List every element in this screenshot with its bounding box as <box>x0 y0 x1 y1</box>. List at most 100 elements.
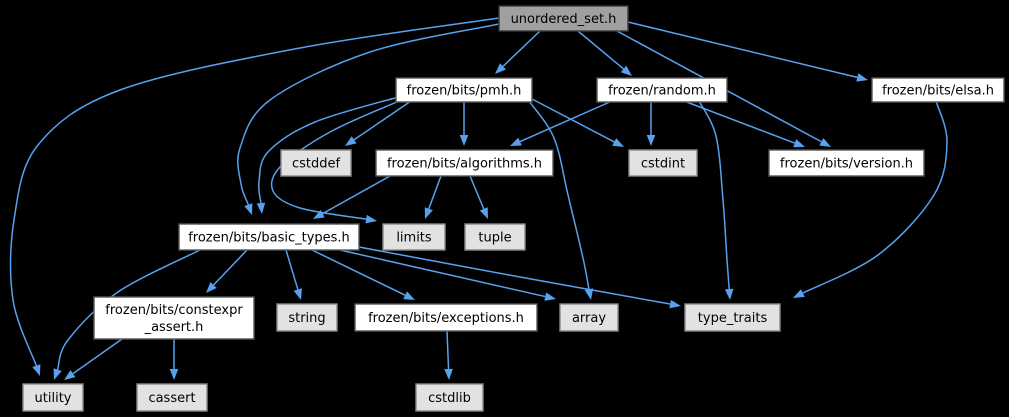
arrowhead-icon <box>169 369 179 380</box>
include-edge-pmh-to-cstdint <box>531 98 615 143</box>
include-edge-unordered_set-to-pmh <box>502 30 541 67</box>
graph-node-random[interactable]: frozen/random.h <box>596 77 728 103</box>
arrowhead-icon <box>345 136 357 146</box>
include-edge-constexpr_assert-to-utility <box>72 338 123 375</box>
include-edge-pmh-to-cstddef <box>353 100 412 141</box>
include-edge-elsa-to-type_traits <box>802 100 948 294</box>
node-label-cstdlib: cstdlib <box>428 391 471 406</box>
graph-node-unordered_set[interactable]: unordered_set.h <box>498 5 629 32</box>
node-box-elsa[interactable] <box>871 77 1005 103</box>
include-edge-exceptions-to-cstdlib <box>446 330 450 370</box>
arrowhead-icon <box>256 202 266 214</box>
graph-node-cassert[interactable]: cassert <box>136 383 208 412</box>
include-edge-unordered_set-to-basic_types <box>237 23 500 205</box>
node-box-version[interactable] <box>768 149 925 177</box>
node-box-constexpr_assert[interactable] <box>93 296 255 340</box>
arrowhead-icon <box>206 282 217 293</box>
arrowhead-icon <box>646 135 656 146</box>
node-label-basic_types: frozen/bits/basic_types.h <box>188 231 350 246</box>
node-box-algorithms[interactable] <box>375 149 554 177</box>
arrowhead-icon <box>459 135 469 146</box>
graph-node-type_traits[interactable]: type_traits <box>684 303 781 332</box>
graph-node-string[interactable]: string <box>276 303 338 332</box>
node-box-utility[interactable] <box>22 383 84 412</box>
graph-node-basic_types[interactable]: frozen/bits/basic_types.h <box>178 223 360 251</box>
arrowhead-icon <box>32 364 41 376</box>
include-edge-random-to-type_traits <box>698 100 730 290</box>
include-edge-unordered_set-to-elsa <box>627 21 858 79</box>
node-box-exceptions[interactable] <box>354 303 538 332</box>
arrowhead-icon <box>64 370 76 380</box>
node-label-limits: limits <box>396 231 432 246</box>
graph-node-algorithms[interactable]: frozen/bits/algorithms.h <box>375 149 554 177</box>
include-edge-unordered_set-to-random <box>577 30 625 70</box>
arrowhead-icon <box>612 138 624 147</box>
node-box-basic_types[interactable] <box>178 223 360 251</box>
graph-node-cstdint[interactable]: cstdint <box>628 149 698 177</box>
node-label-unordered_set: unordered_set.h <box>511 12 617 27</box>
node-label-cstddef: cstddef <box>292 157 341 172</box>
arrowhead-icon <box>669 299 681 309</box>
arrowhead-icon <box>244 203 253 215</box>
arrowhead-icon <box>53 368 62 380</box>
graph-node-utility[interactable]: utility <box>22 383 84 412</box>
include-edge-pmh-to-limits <box>270 100 400 220</box>
node-label-utility: utility <box>35 391 72 406</box>
include-edge-algorithms-to-basic_types <box>322 175 391 215</box>
node-box-tuple[interactable] <box>464 223 526 251</box>
graph-node-pmh[interactable]: frozen/bits/pmh.h <box>395 77 533 103</box>
node-box-random[interactable] <box>596 77 728 103</box>
node-label-exceptions: frozen/bits/exceptions.h <box>368 311 524 326</box>
include-edge-basic_types-to-string <box>285 249 299 290</box>
node-label-version: frozen/bits/version.h <box>780 157 913 172</box>
arrowhead-icon <box>365 214 377 224</box>
node-box-unordered_set[interactable] <box>498 5 629 32</box>
node-box-string[interactable] <box>276 303 338 332</box>
node-box-array[interactable] <box>559 303 619 332</box>
arrowhead-icon <box>793 139 805 148</box>
arrowhead-icon <box>403 291 415 300</box>
node-label-algorithms: frozen/bits/algorithms.h <box>387 157 542 172</box>
arrowhead-icon <box>584 288 594 300</box>
node-label-pmh: frozen/bits/pmh.h <box>407 84 522 99</box>
include-edge-basic_types-to-array <box>339 249 546 298</box>
arrowhead-icon <box>313 209 325 219</box>
include-edge-pmh-to-array <box>528 100 590 290</box>
include-edge-random-to-version <box>683 100 795 144</box>
node-box-limits[interactable] <box>382 223 446 251</box>
graph-node-array[interactable]: array <box>559 303 619 332</box>
node-box-cassert[interactable] <box>136 383 208 412</box>
graph-node-version[interactable]: frozen/bits/version.h <box>768 149 925 177</box>
graph-node-cstddef[interactable]: cstddef <box>280 149 352 177</box>
include-edge-basic_types-to-type_traits <box>358 246 671 305</box>
node-box-type_traits[interactable] <box>684 303 781 332</box>
node-label-array: array <box>572 311 606 326</box>
node-box-cstdlib[interactable] <box>415 383 484 412</box>
arrowhead-icon <box>444 368 453 380</box>
arrowhead-icon <box>495 63 506 74</box>
graph-node-limits[interactable]: limits <box>382 223 446 251</box>
include-edge-algorithms-to-limits <box>428 175 442 209</box>
arrowhead-icon <box>293 288 302 300</box>
node-box-cstdint[interactable] <box>628 149 698 177</box>
node-box-pmh[interactable] <box>395 77 533 103</box>
node-label-random: frozen/random.h <box>608 84 716 99</box>
include-edge-pmh-to-basic_types <box>257 95 403 204</box>
graph-node-cstdlib[interactable]: cstdlib <box>415 383 484 412</box>
arrowhead-icon <box>819 137 831 147</box>
graph-node-elsa[interactable]: frozen/bits/elsa.h <box>871 77 1005 103</box>
node-label-tuple: tuple <box>478 231 511 246</box>
include-edge-algorithms-to-tuple <box>469 175 485 210</box>
arrowhead-icon <box>724 288 734 300</box>
graph-node-tuple[interactable]: tuple <box>464 223 526 251</box>
graph-node-exceptions[interactable]: frozen/bits/exceptions.h <box>354 303 538 332</box>
include-edge-basic_types-to-exceptions <box>311 249 406 296</box>
node-box-cstddef[interactable] <box>280 149 352 177</box>
graph-node-constexpr_assert[interactable]: frozen/bits/constexpr_assert.h <box>93 296 255 340</box>
node-label-cstdint: cstdint <box>641 157 685 172</box>
node-label-constexpr_assert: frozen/bits/constexpr_assert.h <box>105 303 243 335</box>
arrowhead-icon <box>620 65 632 76</box>
arrowhead-icon <box>479 207 488 219</box>
node-label-type_traits: type_traits <box>698 311 768 326</box>
